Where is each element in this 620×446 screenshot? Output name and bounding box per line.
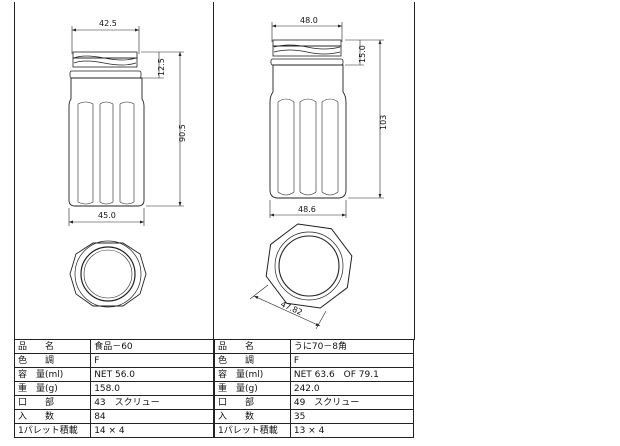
- spec-value: うに70－8角: [289, 339, 415, 354]
- table-row: 品 名うに70－8角: [214, 339, 415, 354]
- left-body-width-label: 45.0: [98, 211, 116, 220]
- spec-value: 43 スクリュー: [90, 395, 214, 410]
- spec-value: 食品－60: [90, 339, 214, 354]
- right-neck-height-label: 15.0: [358, 45, 367, 63]
- spec-label: 色 調: [214, 353, 291, 368]
- frame-right-edge: [414, 2, 415, 340]
- left-bottle-drawing: 42.5 12.5: [68, 19, 187, 308]
- spec-value: 84: [90, 409, 214, 424]
- spec-value: 49 スクリュー: [289, 395, 415, 410]
- right-body-height-label: 103: [379, 115, 388, 130]
- spec-label: 容 量(ml): [13, 367, 92, 382]
- spec-value: 242.0: [289, 381, 415, 396]
- spec-label: 容 量(ml): [214, 367, 291, 382]
- spec-value: 158.0: [90, 381, 214, 396]
- spec-value: 14 × 4: [90, 423, 214, 438]
- spec-label: 入 数: [214, 409, 291, 424]
- frame-center-divider: [213, 2, 214, 340]
- left-body-height-label: 90.5: [178, 124, 187, 142]
- right-body-width-label: 48.6: [298, 205, 316, 214]
- spec-value: 13 × 4: [289, 423, 415, 438]
- spec-label: 重 量(g): [13, 381, 92, 396]
- table-row: 品 名食品－60: [13, 339, 214, 354]
- spec-value: F: [90, 353, 214, 368]
- frame-left-edge: [14, 2, 15, 340]
- spec-value: NET 56.0: [90, 367, 214, 382]
- spec-label: 口 部: [214, 395, 291, 410]
- spec-label: 口 部: [13, 395, 92, 410]
- left-mouth-width-label: 42.5: [99, 19, 117, 28]
- spec-label: 入 数: [13, 409, 92, 424]
- left-drawing-panel: 42.5 12.5: [14, 2, 214, 340]
- spec-value: F: [289, 353, 415, 368]
- spec-label: 重 量(g): [214, 381, 291, 396]
- table-row: 重 量(g)158.0: [13, 381, 214, 396]
- spec-label: 色 調: [13, 353, 92, 368]
- table-row: 容 量(ml)NET 56.0: [13, 367, 214, 382]
- spec-label: 1パレット積載: [13, 423, 92, 438]
- spec-label: 品 名: [214, 339, 291, 354]
- spec-label: 1パレット積載: [214, 423, 291, 438]
- table-row: 重 量(g)242.0: [214, 381, 415, 396]
- table-row: 容 量(ml)NET 63.6 OF 79.1: [214, 367, 415, 382]
- left-neck-height-label: 12.5: [157, 58, 166, 76]
- right-mouth-width-label: 48.0: [300, 16, 318, 25]
- spec-value: 35: [289, 409, 415, 424]
- spec-value: NET 63.6 OF 79.1: [289, 367, 415, 382]
- spec-label: 品 名: [13, 339, 92, 354]
- right-bottle-drawing: 48.0 15.0: [249, 16, 388, 330]
- right-drawing-panel: 48.0 15.0: [214, 2, 414, 340]
